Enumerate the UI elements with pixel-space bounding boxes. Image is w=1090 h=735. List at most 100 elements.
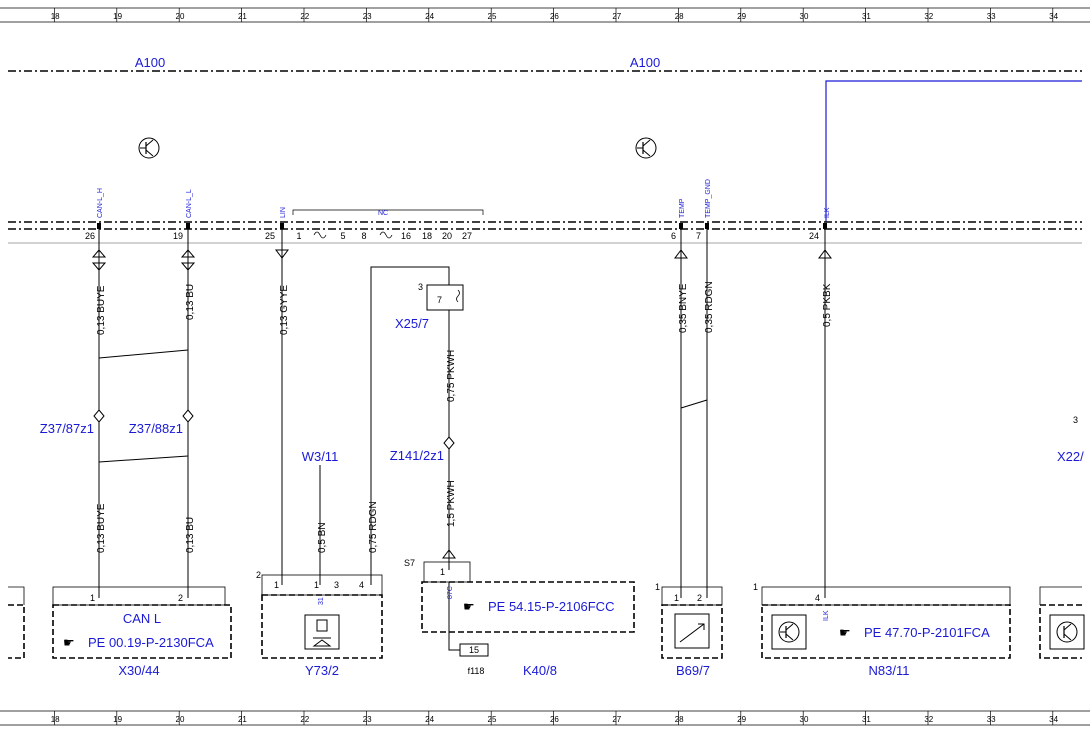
pin-name: 87C: [447, 586, 454, 599]
wire-label: 0,13 BU: [185, 517, 196, 553]
ruler-number: 24: [425, 12, 434, 21]
pin-number: 1: [753, 582, 758, 592]
wire-label: 0,13 BUYE: [96, 503, 107, 553]
partial-component-right: [1039, 586, 1085, 659]
transistor-icon: [1056, 621, 1078, 643]
pin-number: 7: [696, 231, 701, 241]
connector-arrow-icon: [91, 249, 832, 559]
ruler-number: 24: [425, 715, 434, 724]
component-label: B69/7: [676, 663, 710, 678]
ruler-number: 32: [924, 12, 933, 21]
pin-number: 1: [440, 567, 445, 577]
nc-pin-group: NC 1 5 8 16 18 20 27: [292, 209, 484, 241]
reference-link[interactable]: PE 54.15-P-2106FCC: [488, 599, 614, 614]
nc-pin: 16: [401, 231, 411, 241]
component-k40-8: S7 1 87C ☛ PE 54.15-P-2106FCC 15 f118 K4…: [404, 558, 635, 678]
ruler-number: 21: [238, 12, 247, 21]
pin-name: TEMP_GND: [705, 179, 712, 218]
component-title: CAN L: [123, 611, 161, 626]
pin-number: 1: [274, 580, 279, 590]
pin-number: 6: [671, 231, 676, 241]
pin-number: 1: [90, 593, 95, 603]
pointing-hand-icon: ☛: [63, 635, 75, 650]
ruler-number: 21: [238, 715, 247, 724]
wire-label: 0,35 BNYE: [678, 283, 689, 333]
ruler-number: 23: [363, 12, 372, 21]
pin-number: 26: [85, 231, 95, 241]
pin-number: 4: [815, 593, 820, 603]
ruler-number: 28: [675, 715, 684, 724]
wire-label: 0,13 BUYE: [96, 285, 107, 335]
component-y73-2: 2 1 1 3 4 31 Y73/2: [256, 570, 383, 678]
pin-number: 2: [178, 593, 183, 603]
ruler-number: 33: [987, 715, 996, 724]
reference-link[interactable]: PE 47.70-P-2101FCA: [864, 625, 990, 640]
pin-name: TEMP: [679, 198, 686, 218]
component-label: K40/8: [523, 663, 557, 678]
wire-label: 0,5 BN: [317, 522, 328, 553]
module-pin-temp-gnd: TEMP_GND 7: [696, 179, 712, 241]
ruler-number: 29: [737, 12, 746, 21]
module-pin-temp: TEMP 6: [671, 198, 686, 241]
connector-label: X22/: [1057, 449, 1084, 464]
pin-number: 4: [359, 580, 364, 590]
module-label-right: A100: [630, 55, 660, 70]
ruler-number: 26: [550, 715, 559, 724]
pin-name: LIN: [280, 207, 287, 218]
ruler-number: 29: [737, 715, 746, 724]
fuse-label: f118: [468, 666, 485, 676]
wire-label: 0,13 GYYE: [279, 285, 290, 335]
nc-label: NC: [378, 210, 388, 217]
component-x30-44: 1 2 CAN L PE 00.19-P-2130FCA ☛ X30/44: [52, 586, 232, 678]
ruler-top: [0, 7, 1090, 23]
pin-number: 19: [173, 231, 183, 241]
component-label: N83/11: [869, 663, 910, 678]
ruler-number: 30: [800, 715, 809, 724]
component-b69-7: 1 1 2 B69/7: [655, 582, 723, 678]
ruler-number: 33: [987, 12, 996, 21]
pin-number: 25: [265, 231, 275, 241]
pin-name: 31: [318, 597, 325, 605]
ruler-number: 25: [488, 12, 497, 21]
component-label: Y73/2: [305, 663, 339, 678]
splice-label: Z141/2z1: [390, 448, 444, 463]
reference-link[interactable]: PE 00.19-P-2130FCA: [88, 635, 214, 650]
pin-number: 7: [437, 295, 442, 305]
splice-label: Z37/87z1: [40, 421, 94, 436]
pin-number: 24: [809, 231, 819, 241]
connector-x25: 3 7 X25/7: [395, 282, 464, 331]
component-label: X30/44: [118, 663, 159, 678]
nc-pin: 5: [340, 231, 345, 241]
partial-component-left: [8, 586, 25, 659]
ruler-bottom: [0, 710, 1090, 726]
wire-group: [98, 229, 826, 598]
pin-number: 1: [674, 593, 679, 603]
nc-pin: 8: [361, 231, 366, 241]
ruler-number: 20: [176, 715, 185, 724]
pin-number: 1: [655, 582, 660, 592]
ruler-number: 31: [862, 12, 871, 21]
nc-pin: 1: [296, 231, 301, 241]
pin-number: 3: [418, 282, 423, 292]
transistor-icon: [778, 621, 800, 643]
ruler-number: 27: [612, 715, 621, 724]
splice-icon: [93, 409, 455, 450]
pin-number: 2: [256, 570, 261, 580]
pointing-hand-icon: ☛: [839, 625, 851, 640]
nc-pin: 18: [422, 231, 432, 241]
pin-name: ILK: [824, 207, 831, 218]
wire-label: 0,75 RDGN: [368, 501, 379, 553]
module-pin-can-h: CAN-L_H 26: [85, 188, 104, 241]
transistor-icon: [138, 137, 160, 159]
pin-name: CAN-L_H: [97, 188, 104, 218]
ruler-number: 18: [51, 715, 60, 724]
ruler-number: 18: [51, 12, 60, 21]
pin-number: 3: [1073, 415, 1078, 425]
ruler-number: 20: [176, 12, 185, 21]
component-n83-11: 1 4 ILK ☛ PE 47.70-P-2101FCA N83/11: [753, 582, 1011, 678]
module-pin-lin: LIN 25: [265, 207, 287, 241]
ruler-number: 27: [612, 12, 621, 21]
